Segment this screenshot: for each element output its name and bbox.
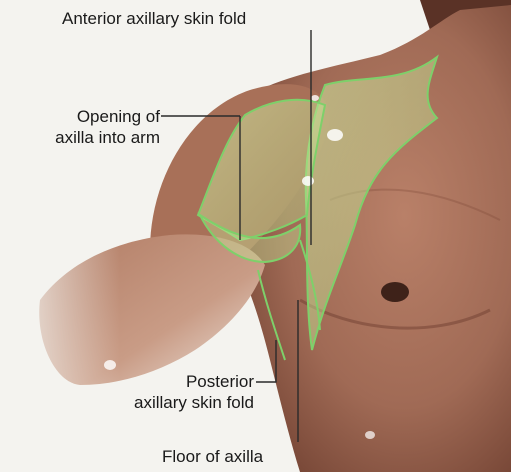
label-opening-line-1: Opening of — [12, 106, 160, 127]
label-opening-of-axilla: Opening of axilla into arm — [12, 106, 160, 148]
nipple — [381, 282, 409, 302]
label-posterior-axillary-fold: Posterior axillary skin fold — [78, 371, 254, 413]
label-anterior-axillary-fold: Anterior axillary skin fold — [62, 8, 246, 29]
label-opening-line-2: axilla into arm — [12, 127, 160, 148]
label-posterior-line-2: axillary skin fold — [78, 392, 254, 413]
label-floor-of-axilla: Floor of axilla — [162, 446, 263, 467]
label-posterior-line-1: Posterior — [78, 371, 254, 392]
